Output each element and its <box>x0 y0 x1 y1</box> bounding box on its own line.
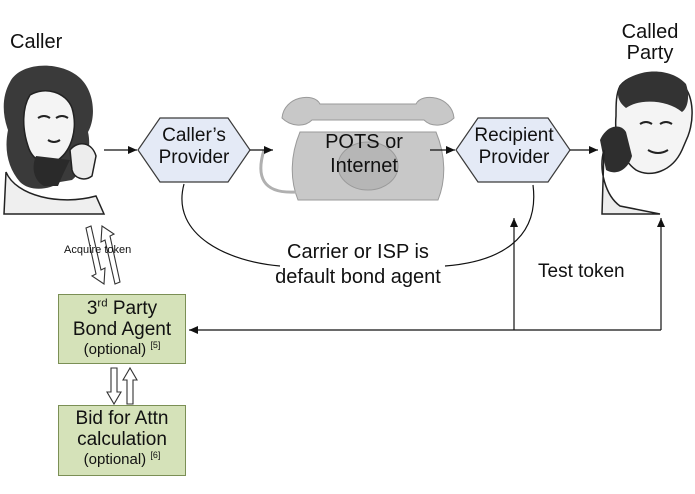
network-line1: POTS or <box>325 131 403 153</box>
bid-box-ref: [6] <box>150 450 161 460</box>
caller-label: Caller <box>10 31 63 53</box>
bond-agent-box: 3rd Party Bond Agent (optional) [5] <box>58 294 186 364</box>
callers-provider-label: Caller’s Provider <box>144 125 244 169</box>
recipient-provider-line1: Recipient <box>474 125 554 146</box>
default-bond-arc <box>181 183 535 267</box>
called-party-man-icon <box>600 71 693 215</box>
telephone-icon <box>259 96 455 201</box>
bond-agent-optional-text: (optional) <box>83 341 151 358</box>
callers-provider-line2: Provider <box>158 146 230 168</box>
bond-agent-ref: [5] <box>150 340 161 350</box>
bid-box-optional-text: (optional) <box>83 451 151 468</box>
acquire-token-label: Acquire token <box>64 244 132 256</box>
bond-agent-line1: 3rd Party <box>59 298 185 319</box>
bond-agent-ordinal: rd <box>97 297 108 310</box>
called-party-line2: Party <box>626 42 674 64</box>
bond-agent-line2: Bond Agent <box>72 319 172 340</box>
bond-bid-arrows <box>106 366 138 406</box>
called-party-line1: Called <box>621 21 679 43</box>
network-line2: Internet <box>330 155 398 177</box>
acquire-token-arrows <box>85 225 121 285</box>
network-label: POTS or Internet <box>300 130 428 178</box>
recipient-provider-label: Recipient Provider <box>462 125 566 169</box>
bond-agent-optional: (optional) [5] <box>59 340 185 359</box>
bond-agent-number: 3 <box>86 298 98 319</box>
recipient-provider-line2: Provider <box>478 146 550 168</box>
called-party-label: Called Party <box>610 22 690 64</box>
bid-calculation-box: Bid for Attn calculation (optional) [6] <box>58 405 186 476</box>
bid-box-line2: calculation <box>77 429 167 450</box>
bid-box-optional: (optional) [6] <box>59 450 185 469</box>
caller-woman-icon <box>3 65 106 215</box>
bid-box-line1: Bid for Attn <box>75 408 169 429</box>
default-bond-label: Carrier or ISP is default bond agent <box>258 240 458 290</box>
default-bond-line2: default bond agent <box>275 266 441 288</box>
bond-agent-party: Party <box>107 298 158 319</box>
default-bond-line1: Carrier or ISP is <box>287 241 429 263</box>
callers-provider-line1: Caller’s <box>162 125 226 146</box>
test-token-label: Test token <box>538 261 625 282</box>
